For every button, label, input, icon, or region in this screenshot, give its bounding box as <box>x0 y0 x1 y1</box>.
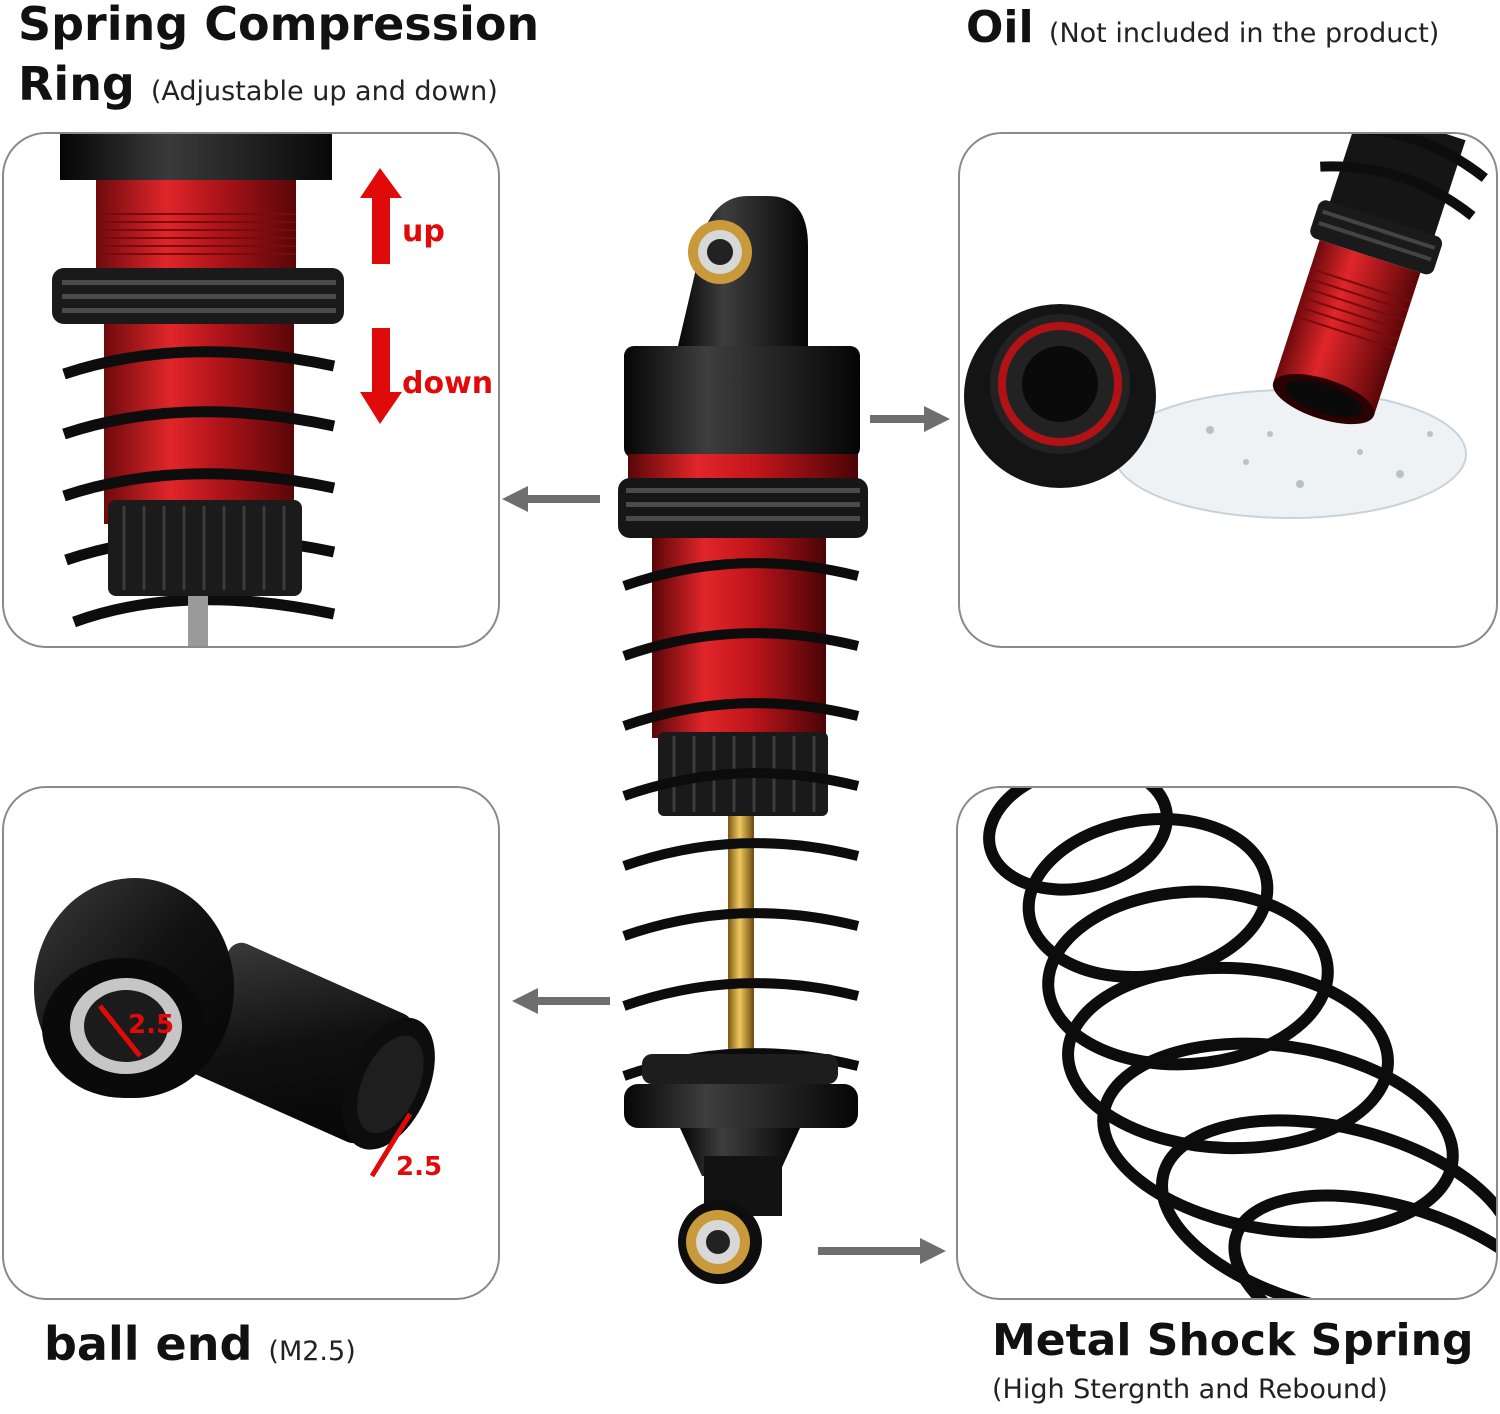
hole-dim-label-2: 2.5 <box>396 1152 443 1182</box>
hole-dim-line-1 <box>98 1004 142 1058</box>
spring-ring-title-line2: Ring <box>18 57 135 111</box>
right-arrow-icon <box>870 406 950 432</box>
oil-heading: Oil (Not included in the product) <box>966 0 1439 64</box>
left-arrow-icon <box>512 988 610 1014</box>
ball-end-heading: ball end (M2.5) <box>44 1314 356 1382</box>
ball-end-note: (M2.5) <box>268 1336 356 1367</box>
shock-absorber-illustration <box>618 196 868 1284</box>
left-arrow-icon <box>502 486 600 512</box>
down-arrow-icon <box>360 328 402 424</box>
oil-illustration <box>964 134 1488 519</box>
up-label: up <box>402 214 445 249</box>
spring-ring-heading: Spring Compression Ring (Adjustable up a… <box>18 0 539 122</box>
hole-dim-label-1: 2.5 <box>128 1010 175 1040</box>
spring-ring-title-line2-row: Ring (Adjustable up and down) <box>18 54 539 122</box>
oil-note: (Not included in the product) <box>1048 18 1440 49</box>
right-arrow-icon <box>818 1238 946 1264</box>
ball-end-title: ball end <box>44 1317 253 1371</box>
hole-dim-line-2 <box>369 1112 413 1178</box>
oil-title: Oil <box>966 2 1034 53</box>
metal-spring-title: Metal Shock Spring <box>992 1315 1474 1366</box>
up-arrow-icon <box>360 168 402 264</box>
ball-end-panel: 2.5 2.5 <box>2 786 500 1300</box>
spring-ring-panel: up down <box>2 132 500 648</box>
metal-spring-heading: Metal Shock Spring (High Stergnth and Re… <box>992 1312 1473 1410</box>
oil-panel <box>958 132 1498 648</box>
spring-ring-note: (Adjustable up and down) <box>150 76 498 107</box>
down-label: down <box>402 366 494 401</box>
metal-spring-panel <box>956 786 1498 1300</box>
ball-end-illustration <box>34 878 435 1178</box>
spring-ring-title-line1: Spring Compression <box>18 0 540 51</box>
metal-spring-illustration <box>983 788 1496 1298</box>
metal-spring-note: (High Stergnth and Rebound) <box>992 1374 1388 1405</box>
spring-ring-illustration <box>52 134 402 646</box>
